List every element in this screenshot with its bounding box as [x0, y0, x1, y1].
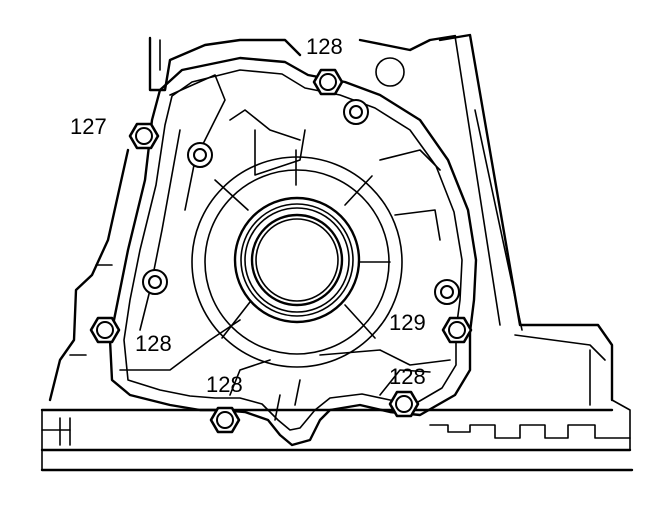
callout-bolt-left: 128	[135, 331, 172, 356]
bolt-bottom-right	[388, 390, 420, 418]
mounting-holes	[142, 99, 460, 305]
callout-bolt-top: 128	[306, 34, 343, 59]
bolts	[89, 68, 473, 434]
bolt-top	[312, 68, 344, 96]
bolt-right	[441, 316, 473, 344]
rotor-cover	[191, 149, 403, 368]
bolt-left	[89, 316, 121, 344]
pump-housing	[108, 56, 478, 447]
crankshaft-seal	[233, 196, 361, 324]
callout-bolt-bottom-right: 128	[389, 364, 426, 389]
callout-bolt-bottom-left: 128	[206, 372, 243, 397]
bolt-upper-left	[128, 122, 160, 150]
engine-block-background	[40, 33, 634, 472]
bolt-bottom-left	[209, 406, 241, 434]
callout-bolt-right: 129	[389, 310, 426, 335]
callout-bolt-upper-left: 127	[70, 114, 107, 139]
